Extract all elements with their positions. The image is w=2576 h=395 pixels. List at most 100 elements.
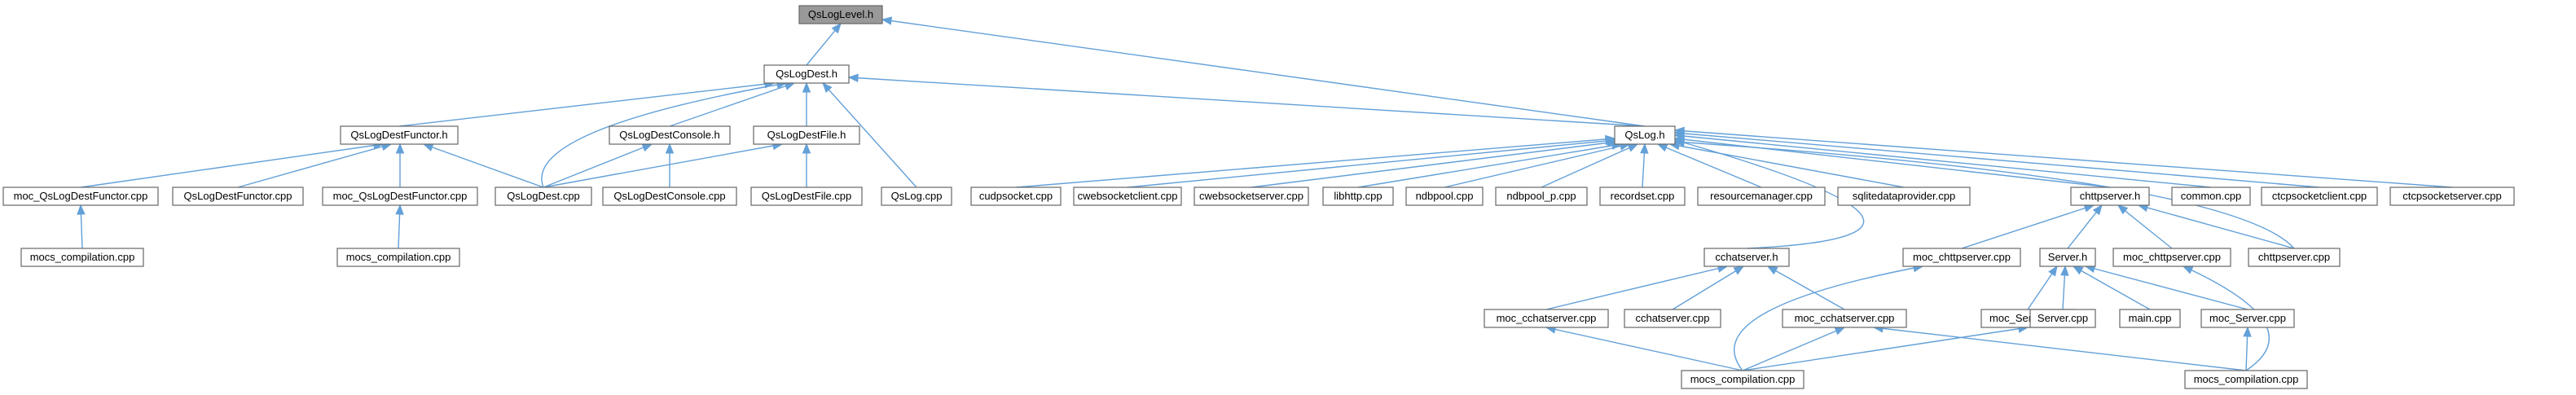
svg-text:QsLog.h: QsLog.h bbox=[1624, 129, 1664, 141]
node-ctcpsocketserver-cpp[interactable]: ctcpsocketserver.cpp bbox=[2389, 187, 2515, 206]
dependency-edge bbox=[1961, 204, 2095, 249]
node-ndbpool-cpp[interactable]: ndbpool.cpp bbox=[1405, 187, 1484, 206]
node-server-cpp[interactable]: Server.cpp bbox=[2029, 309, 2096, 328]
edge-arrowhead bbox=[831, 22, 842, 34]
svg-text:QsLogDestFunctor.cpp: QsLogDestFunctor.cpp bbox=[184, 190, 292, 202]
svg-text:moc_cchatserver.cpp: moc_cchatserver.cpp bbox=[1795, 312, 1895, 324]
dependency-edge bbox=[1672, 266, 1744, 310]
node-cwebsocketserver-cpp[interactable]: cwebsocketserver.cpp bbox=[1193, 187, 1309, 206]
svg-text:Server.cpp: Server.cpp bbox=[2038, 312, 2088, 324]
edge-arrowhead bbox=[665, 143, 675, 154]
node-cudpsocket-cpp[interactable]: cudpsocket.cpp bbox=[970, 187, 1062, 206]
dependency-edge bbox=[1657, 143, 1762, 188]
dependency-edge bbox=[848, 77, 1646, 127]
node-qslogdest-cpp[interactable]: QsLogDest.cpp bbox=[495, 187, 592, 206]
node-chttpserver-cpp[interactable]: chttpserver.cpp bbox=[2248, 248, 2341, 267]
dependency-edge bbox=[1444, 143, 1630, 188]
node-qslogdestconsole-cpp[interactable]: QsLogDestConsole.cpp bbox=[602, 187, 737, 206]
node-qslogdestfile-h[interactable]: QsLogDestFile.h bbox=[753, 125, 860, 145]
edge-arrowhead bbox=[1640, 143, 1649, 154]
node-qsloglevel-h[interactable]: QsLogLevel.h bbox=[798, 5, 883, 24]
svg-text:mocs_compilation.cpp: mocs_compilation.cpp bbox=[2194, 373, 2299, 385]
node-moc-cchatserver-cpp-2[interactable]: moc_cchatserver.cpp bbox=[1782, 309, 1907, 328]
dependency-edge bbox=[237, 143, 392, 188]
svg-text:QsLogDest.cpp: QsLogDest.cpp bbox=[507, 190, 580, 202]
dependency-edge bbox=[80, 143, 384, 188]
edge-arrowhead bbox=[2243, 326, 2252, 337]
edge-arrowhead bbox=[1733, 266, 1745, 275]
node-ctcpsocketclient-cpp[interactable]: ctcpsocketclient.cpp bbox=[2261, 187, 2378, 206]
svg-text:cwebsocketserver.cpp: cwebsocketserver.cpp bbox=[1199, 190, 1303, 202]
node-mocs-compilation-cpp-1[interactable]: mocs_compilation.cpp bbox=[20, 248, 144, 267]
node-moc-chttpserver-cpp-2[interactable]: moc_chttpserver.cpp bbox=[2112, 248, 2231, 267]
dependency-edge bbox=[2138, 204, 2295, 249]
dependency-edge bbox=[1357, 143, 1622, 188]
node-main-cpp[interactable]: main.cpp bbox=[2119, 309, 2181, 328]
node-server-h[interactable]: Server.h bbox=[2039, 248, 2096, 267]
edge-arrowhead bbox=[395, 143, 405, 154]
edge-arrowhead bbox=[1656, 143, 1668, 152]
svg-text:ndbpool.cpp: ndbpool.cpp bbox=[1416, 190, 1474, 202]
node-moc-cchatserver-cpp-1[interactable]: moc_cchatserver.cpp bbox=[1484, 309, 1609, 328]
edge-arrowhead bbox=[422, 143, 434, 151]
svg-text:moc_cchatserver.cpp: moc_cchatserver.cpp bbox=[1497, 312, 1597, 324]
node-resourcemanager-cpp[interactable]: resourcemanager.cpp bbox=[1697, 187, 1826, 206]
node-mocs-compilation-cpp-2[interactable]: mocs_compilation.cpp bbox=[336, 248, 460, 267]
edge-arrowhead bbox=[822, 82, 833, 94]
node-qslogdest-h[interactable]: QsLogDest.h bbox=[763, 64, 850, 84]
node-cchatserver-cpp[interactable]: cchatserver.cpp bbox=[1624, 309, 1721, 328]
node-moc-qslogdestfunctor-cpp-2[interactable]: moc_QsLogDestFunctor.cpp bbox=[322, 187, 478, 206]
dependency-edge bbox=[669, 82, 795, 127]
node-moc-server-cpp-2[interactable]: moc_Server.cpp bbox=[2200, 309, 2295, 328]
dependency-edge bbox=[2117, 204, 2173, 249]
node-qslog-h[interactable]: QsLog.h bbox=[1614, 125, 1676, 145]
edge-arrowhead bbox=[2092, 204, 2103, 216]
svg-text:QsLogDestFile.h: QsLogDestFile.h bbox=[767, 129, 846, 141]
dependency-edge bbox=[1742, 327, 1845, 371]
svg-text:recordset.cpp: recordset.cpp bbox=[1611, 190, 1675, 202]
dependency-edge bbox=[1873, 327, 2247, 371]
svg-text:cchatserver.h: cchatserver.h bbox=[1715, 251, 1778, 263]
svg-text:moc_Server.cpp: moc_Server.cpp bbox=[2209, 312, 2286, 324]
node-cchatserver-h[interactable]: cchatserver.h bbox=[1703, 248, 1790, 267]
node-moc-qslogdestfunctor-cpp-1[interactable]: moc_QsLogDestFunctor.cpp bbox=[2, 187, 159, 206]
node-qslogdestfunctor-cpp[interactable]: QsLogDestFunctor.cpp bbox=[172, 187, 304, 206]
dependency-edge bbox=[1742, 327, 2029, 371]
node-recordset-cpp[interactable]: recordset.cpp bbox=[1599, 187, 1686, 206]
node-mocs-compilation-cpp-4[interactable]: mocs_compilation.cpp bbox=[2184, 370, 2308, 389]
svg-text:cudpsocket.cpp: cudpsocket.cpp bbox=[979, 190, 1053, 202]
node-sqlitedataprovider-cpp[interactable]: sqlitedataprovider.cpp bbox=[1837, 187, 1971, 206]
svg-text:QsLogDestConsole.cpp: QsLogDestConsole.cpp bbox=[613, 190, 725, 202]
dependency-edge bbox=[1734, 266, 1923, 371]
edge-arrowhead bbox=[1834, 327, 1846, 336]
svg-text:QsLogDestFunctor.h: QsLogDestFunctor.h bbox=[350, 129, 447, 141]
edge-arrowhead bbox=[1627, 143, 1639, 152]
node-qslogdestconsole-h[interactable]: QsLogDestConsole.h bbox=[609, 125, 731, 145]
node-mocs-compilation-cpp-3[interactable]: mocs_compilation.cpp bbox=[1681, 370, 1805, 389]
node-chttpserver-h[interactable]: chttpserver.h bbox=[2070, 187, 2150, 206]
svg-text:QsLogLevel.h: QsLogLevel.h bbox=[808, 8, 873, 20]
dependency-edge bbox=[2073, 266, 2151, 310]
dependency-edge bbox=[1767, 266, 1845, 310]
node-qslogdestfunctor-h[interactable]: QsLogDestFunctor.h bbox=[340, 125, 459, 145]
svg-text:moc_chttpserver.cpp: moc_chttpserver.cpp bbox=[1913, 251, 2011, 263]
node-ndbpool-p-cpp[interactable]: ndbpool_p.cpp bbox=[1495, 187, 1588, 206]
edge-arrowhead bbox=[802, 81, 811, 93]
dependency-edge bbox=[2085, 266, 2249, 310]
svg-text:QsLogDest.h: QsLogDest.h bbox=[776, 68, 837, 80]
edge-arrowhead bbox=[881, 16, 893, 25]
edge-arrowhead bbox=[641, 143, 653, 152]
node-common-cpp[interactable]: common.cpp bbox=[2171, 187, 2251, 206]
dependency-edge bbox=[881, 19, 1646, 127]
svg-text:moc_QsLogDestFunctor.cpp: moc_QsLogDestFunctor.cpp bbox=[333, 190, 468, 202]
node-qslog-cpp[interactable]: QsLog.cpp bbox=[881, 187, 952, 206]
edge-arrowhead bbox=[2048, 265, 2058, 277]
svg-text:sqlitedataprovider.cpp: sqlitedataprovider.cpp bbox=[1853, 190, 1955, 202]
dependency-edge bbox=[398, 82, 775, 127]
svg-text:Server.h: Server.h bbox=[2048, 251, 2087, 263]
node-cwebsocketclient-cpp[interactable]: cwebsocketclient.cpp bbox=[1073, 187, 1182, 206]
node-moc-chttpserver-cpp-1[interactable]: moc_chttpserver.cpp bbox=[1902, 248, 2021, 267]
node-qslogdestfile-cpp[interactable]: QsLogDestFile.cpp bbox=[750, 187, 863, 206]
node-libhttp-cpp[interactable]: libhttp.cpp bbox=[1322, 187, 1394, 206]
